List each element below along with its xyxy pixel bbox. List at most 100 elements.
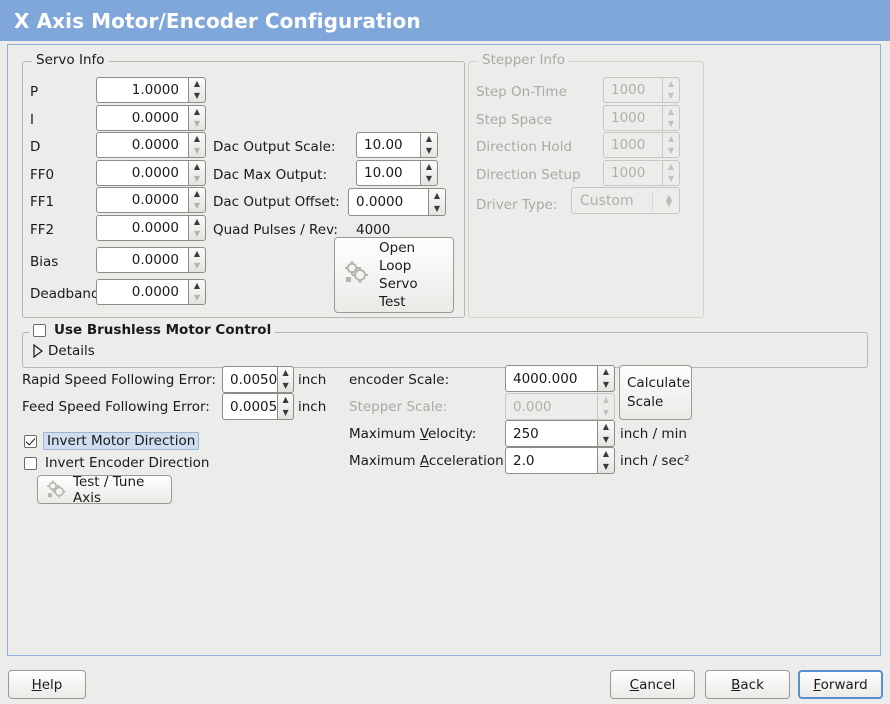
rapid-following-error-label: Rapid Speed Following Error: — [22, 372, 216, 388]
maximum-velocity-input[interactable]: 250 ▲▼ — [505, 420, 615, 447]
dac-max-output-input[interactable]: 10.00 ▲▼ — [356, 160, 438, 186]
servo-spinner-p[interactable]: ▲▼ — [188, 77, 206, 103]
spin-down-icon[interactable]: ▼ — [193, 119, 201, 128]
spin-down-icon[interactable]: ▼ — [193, 174, 201, 183]
encoder-scale-input[interactable]: 4000.000 ▲▼ — [505, 365, 615, 392]
dac-max-output-spinner[interactable]: ▲▼ — [420, 160, 438, 186]
servo-input-i[interactable]: 0.0000 ▲▼ — [96, 105, 206, 131]
maximum-velocity-value[interactable]: 250 — [505, 420, 597, 447]
use-brushless-checkbox[interactable] — [33, 324, 46, 337]
spin-up-icon[interactable]: ▲ — [602, 367, 610, 377]
spin-down-icon[interactable]: ▼ — [425, 174, 433, 183]
spin-up-icon[interactable]: ▲ — [193, 162, 201, 171]
forward-button[interactable]: Forward — [798, 670, 883, 699]
spin-down-icon[interactable]: ▼ — [193, 261, 201, 270]
dac-output-scale-spinner[interactable]: ▲▼ — [420, 132, 438, 158]
servo-input-p[interactable]: 1.0000 ▲▼ — [96, 77, 206, 103]
spin-down-icon[interactable]: ▼ — [193, 91, 201, 100]
spin-up-icon[interactable]: ▲ — [193, 134, 201, 143]
spin-down-icon[interactable]: ▼ — [193, 229, 201, 238]
calculate-scale-button[interactable]: Calculate Scale — [619, 365, 692, 420]
feed-following-error-spinner[interactable]: ▲▼ — [277, 393, 294, 420]
servo-value-ff0[interactable]: 0.0000 — [96, 160, 188, 186]
spin-down-icon[interactable]: ▼ — [282, 380, 289, 390]
spin-down-icon[interactable]: ▼ — [282, 407, 289, 417]
spin-up-icon[interactable]: ▲ — [193, 249, 201, 258]
feed-following-error-value[interactable]: 0.0005 — [222, 393, 278, 420]
servo-value-d[interactable]: 0.0000 — [96, 132, 188, 158]
details-expander[interactable]: Details — [32, 343, 95, 359]
maximum-acceleration-spinner[interactable]: ▲▼ — [597, 447, 615, 474]
brushless-motor-group: Use Brushless Motor Control — [22, 323, 868, 368]
servo-spinner-ff2[interactable]: ▲▼ — [188, 215, 206, 241]
spin-up-icon[interactable]: ▲ — [193, 107, 201, 116]
encoder-scale-spinner[interactable]: ▲▼ — [597, 365, 615, 392]
maximum-acceleration-input[interactable]: 2.0 ▲▼ — [505, 447, 615, 474]
servo-spinner-deadband[interactable]: ▲▼ — [188, 279, 206, 305]
servo-input-ff1[interactable]: 0.0000 ▲▼ — [96, 187, 206, 213]
servo-input-ff0[interactable]: 0.0000 ▲▼ — [96, 160, 206, 186]
servo-input-deadband[interactable]: 0.0000 ▲▼ — [96, 279, 206, 305]
servo-spinner-bias[interactable]: ▲▼ — [188, 247, 206, 273]
servo-spinner-ff0[interactable]: ▲▼ — [188, 160, 206, 186]
spin-up-icon[interactable]: ▲ — [602, 449, 610, 459]
test-tune-axis-button[interactable]: Test / Tune Axis — [37, 474, 172, 506]
dac-output-scale-value[interactable]: 10.00 — [356, 132, 420, 158]
dac-output-scale-input[interactable]: 10.00 ▲▼ — [356, 132, 438, 158]
servo-value-bias[interactable]: 0.0000 — [96, 247, 188, 273]
servo-spinner-i[interactable]: ▲▼ — [188, 105, 206, 131]
servo-value-ff1[interactable]: 0.0000 — [96, 187, 188, 213]
spin-down-icon[interactable]: ▼ — [602, 434, 610, 444]
feed-following-error-unit: inch — [298, 399, 327, 415]
dac-output-offset-value[interactable]: 0.0000 — [348, 188, 428, 216]
spin-down-icon[interactable]: ▼ — [425, 146, 433, 155]
spin-down-icon[interactable]: ▼ — [602, 379, 610, 389]
spin-up-icon[interactable]: ▲ — [602, 422, 610, 432]
spin-down-icon[interactable]: ▼ — [193, 146, 201, 155]
feed-following-error-input[interactable]: 0.0005 ▲▼ — [222, 393, 294, 420]
encoder-scale-value[interactable]: 4000.000 — [505, 365, 597, 392]
spin-up-icon[interactable]: ▲ — [282, 395, 289, 405]
servo-value-i[interactable]: 0.0000 — [96, 105, 188, 131]
chevron-right-icon[interactable] — [32, 344, 43, 358]
spin-up-icon[interactable]: ▲ — [193, 189, 201, 198]
servo-input-bias[interactable]: 0.0000 ▲▼ — [96, 247, 206, 273]
spin-up-icon[interactable]: ▲ — [282, 368, 289, 378]
dac-max-output-value[interactable]: 10.00 — [356, 160, 420, 186]
maximum-acceleration-value[interactable]: 2.0 — [505, 447, 597, 474]
spin-down-icon[interactable]: ▼ — [193, 293, 201, 302]
rapid-following-error-value[interactable]: 0.0050 — [222, 366, 278, 393]
invert-motor-direction-checkbox[interactable] — [24, 434, 37, 448]
spin-up-icon[interactable]: ▲ — [425, 134, 433, 143]
open-loop-servo-test-button[interactable]: Open Loop Servo Test — [334, 237, 454, 313]
servo-value-ff2[interactable]: 0.0000 — [96, 215, 188, 241]
invert-motor-direction-row[interactable]: Invert Motor Direction — [24, 432, 200, 450]
cancel-button[interactable]: Cancel — [610, 670, 695, 699]
servo-spinner-ff1[interactable]: ▲▼ — [188, 187, 206, 213]
spin-down-icon[interactable]: ▼ — [602, 461, 610, 471]
dac-output-offset-spinner[interactable]: ▲▼ — [428, 188, 446, 216]
servo-input-d[interactable]: 0.0000 ▲▼ — [96, 132, 206, 158]
servo-value-deadband[interactable]: 0.0000 — [96, 279, 188, 305]
spin-down-icon[interactable]: ▼ — [193, 201, 201, 210]
spin-up-icon: ▲ — [667, 107, 675, 116]
spin-up-icon[interactable]: ▲ — [193, 79, 201, 88]
spin-up-icon[interactable]: ▲ — [425, 162, 433, 171]
servo-value-p[interactable]: 1.0000 — [96, 77, 188, 103]
rapid-following-error-spinner[interactable]: ▲▼ — [277, 366, 294, 393]
stepper-scale-input: 0.000 ▲▼ — [505, 393, 615, 420]
help-button[interactable]: Help Help — [8, 670, 86, 699]
maximum-velocity-spinner[interactable]: ▲▼ — [597, 420, 615, 447]
maximum-acceleration-unit: inch / sec² — [620, 453, 690, 469]
spin-up-icon[interactable]: ▲ — [193, 281, 201, 290]
spin-up-icon[interactable]: ▲ — [193, 217, 201, 226]
servo-input-ff2[interactable]: 0.0000 ▲▼ — [96, 215, 206, 241]
spin-down-icon[interactable]: ▼ — [433, 203, 441, 213]
spin-up-icon[interactable]: ▲ — [433, 190, 441, 200]
invert-encoder-direction-checkbox[interactable] — [24, 456, 37, 470]
servo-spinner-d[interactable]: ▲▼ — [188, 132, 206, 158]
rapid-following-error-input[interactable]: 0.0050 ▲▼ — [222, 366, 294, 393]
invert-encoder-direction-row[interactable]: Invert Encoder Direction — [24, 455, 209, 471]
dac-output-offset-input[interactable]: 0.0000 ▲▼ — [348, 188, 446, 216]
back-button[interactable]: Back — [705, 670, 790, 699]
